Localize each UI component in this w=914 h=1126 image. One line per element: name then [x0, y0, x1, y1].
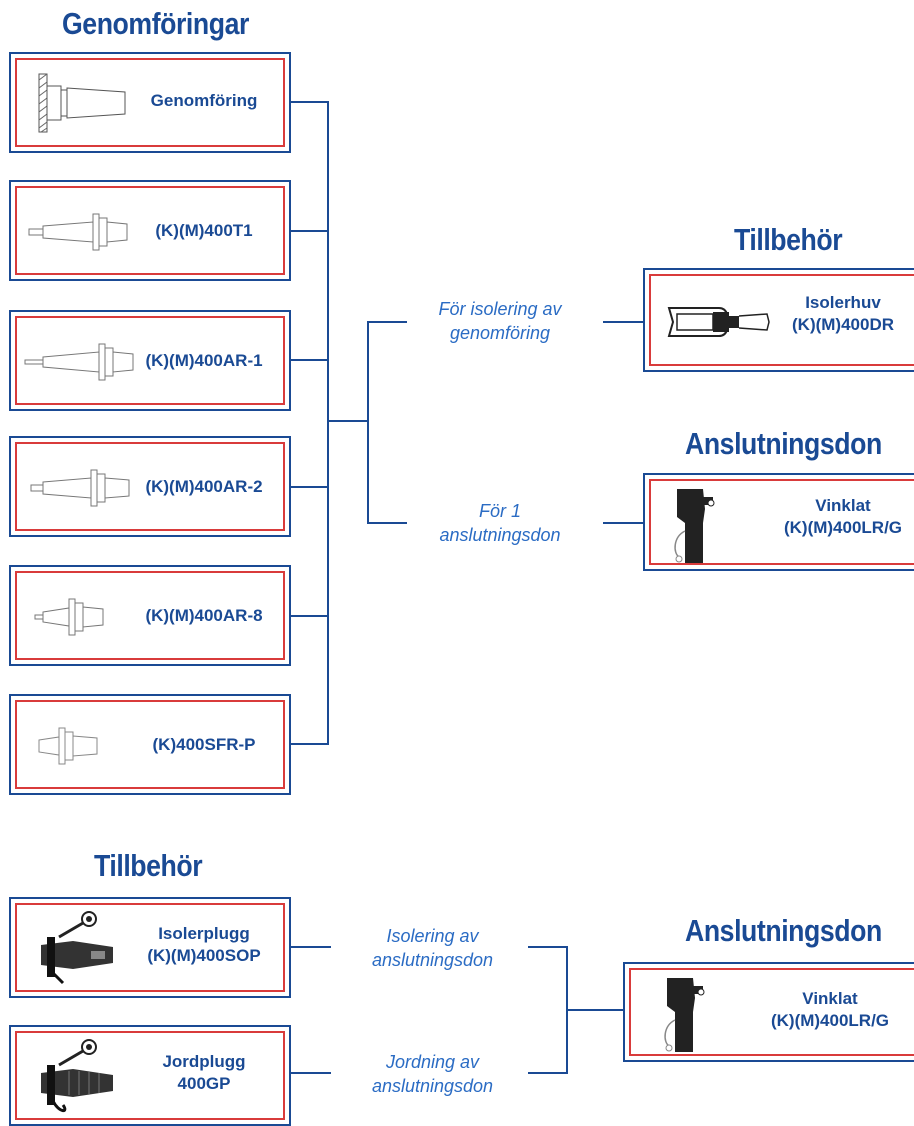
- connector-line: [603, 321, 643, 323]
- connector-card-vinklat-bottom: Vinklat (K)(M)400LR/G: [623, 962, 914, 1062]
- insulating-cap-icon: [667, 307, 770, 337]
- note-line: anslutningsdon: [371, 950, 494, 970]
- note-grounding-connector: Jordning av anslutningsdon: [350, 1050, 515, 1098]
- bracket-join-line: [566, 1009, 624, 1011]
- note-line: Isolering av: [386, 926, 479, 946]
- accessory-label-line: (K)(M)400SOP: [147, 946, 261, 965]
- bushing-label: (K)(M)400AR-2: [145, 477, 263, 496]
- bracket-vertical-line: [327, 101, 329, 745]
- connector-line: [291, 615, 329, 617]
- bushing-card-400t1: (K)(M)400T1: [9, 180, 291, 281]
- card-inner-frame: [15, 903, 285, 992]
- connector-line: [291, 946, 331, 948]
- bushing-label: (K)(M)400AR-8: [145, 606, 263, 625]
- elbow-connector-icon: [664, 978, 705, 1052]
- accessory-label-line: Jordplugg: [162, 1052, 246, 1071]
- card-inner-frame: [649, 479, 914, 565]
- bushing-label: (K)(M)400T1: [155, 221, 253, 240]
- card-inner-frame: [15, 1031, 285, 1120]
- heading-genomforingar: Genomföringar: [62, 6, 249, 41]
- note-line: För 1: [478, 501, 521, 521]
- card-inner-frame: [15, 571, 285, 660]
- note-line: genomföring: [449, 323, 551, 343]
- connector-line: [528, 1072, 568, 1074]
- accessory-label-line: (K)(M)400DR: [792, 315, 894, 334]
- connector-label-line: (K)(M)400LR/G: [783, 518, 903, 537]
- accessory-card-jordplugg: Jordplugg 400GP: [9, 1025, 291, 1126]
- note-line: Jordning av: [385, 1052, 480, 1072]
- card-inner-frame: [15, 700, 285, 789]
- accessory-label: Jordplugg 400GP: [129, 1051, 279, 1095]
- connector-label-line: Vinklat: [815, 496, 871, 515]
- heading-tillbehor-top: Tillbehör: [734, 222, 843, 257]
- accessory-label: Isolerhuv (K)(M)400DR: [773, 292, 913, 336]
- accessory-label-line: Isolerplugg: [158, 924, 250, 943]
- note-line: anslutningsdon: [371, 1076, 494, 1096]
- connector-line: [291, 486, 329, 488]
- connector-line: [291, 359, 329, 361]
- connector-line: [291, 1072, 331, 1074]
- card-inner-frame: [649, 274, 914, 366]
- note-insulation-connector: Isolering av anslutningsdon: [350, 924, 515, 972]
- bushing-card-400ar8: (K)(M)400AR-8: [9, 565, 291, 666]
- connector-line: [291, 743, 329, 745]
- bushing-long-stem-icon: [24, 343, 134, 381]
- branch-vertical-line: [367, 321, 369, 524]
- bushing-label: Genomföring: [150, 91, 258, 110]
- bushing-medium-stem-icon: [30, 469, 130, 507]
- branch-top-line: [367, 321, 407, 323]
- card-inner-frame: [15, 186, 285, 275]
- bushing-card-400ar2: (K)(M)400AR-2: [9, 436, 291, 537]
- grounding-plug-icon: [41, 1039, 113, 1112]
- connector-label-line: (K)(M)400LR/G: [770, 1011, 890, 1030]
- connector-label: Vinklat (K)(M)400LR/G: [755, 988, 905, 1032]
- connector-label: Vinklat (K)(M)400LR/G: [773, 495, 913, 539]
- card-inner-frame: [15, 58, 285, 147]
- card-inner-frame: [15, 442, 285, 531]
- bushing-card-400sfrp: (K)400SFR-P: [9, 694, 291, 795]
- elbow-connector-icon: [674, 489, 715, 563]
- wall-bushing-icon: [38, 73, 126, 133]
- insulating-plug-icon: [41, 911, 113, 985]
- bushing-label: (K)400SFR-P: [152, 735, 256, 754]
- note-insulation-bushing: För isolering av genomföring: [410, 297, 590, 345]
- connector-line: [603, 522, 643, 524]
- bushing-label: (K)(M)400AR-1: [145, 351, 263, 370]
- note-line: anslutningsdon: [439, 525, 561, 545]
- accessory-label-line: Isolerhuv: [805, 293, 881, 312]
- bushing-long-stem-icon: [28, 213, 128, 251]
- note-line: För isolering av: [438, 299, 562, 319]
- card-inner-frame: [15, 316, 285, 405]
- bracket-join-line: [327, 420, 369, 422]
- heading-anslutningsdon-bottom: Anslutningsdon: [685, 913, 882, 948]
- heading-anslutningsdon-top: Anslutningsdon: [685, 426, 882, 461]
- connector-label-line: Vinklat: [802, 989, 858, 1008]
- card-inner-frame: [629, 968, 914, 1056]
- branch-bottom-line: [367, 522, 407, 524]
- accessory-label-line: 400GP: [177, 1074, 231, 1093]
- note-one-connector: För 1 anslutningsdon: [420, 499, 580, 547]
- accessory-label: Isolerplugg (K)(M)400SOP: [129, 923, 279, 967]
- connector-line: [291, 230, 329, 232]
- accessory-card-isolerhuv: Isolerhuv (K)(M)400DR: [643, 268, 914, 372]
- heading-tillbehor-bottom: Tillbehör: [94, 848, 203, 883]
- bushing-short-stem-icon: [34, 598, 104, 636]
- bushing-card-400ar1: (K)(M)400AR-1: [9, 310, 291, 411]
- bushing-no-stem-icon: [38, 727, 98, 765]
- connector-line: [291, 101, 329, 103]
- connector-line: [528, 946, 568, 948]
- connector-card-vinklat-top: Vinklat (K)(M)400LR/G: [643, 473, 914, 571]
- bushing-card-genomforing: Genomföring: [9, 52, 291, 153]
- accessory-card-isolerplugg: Isolerplugg (K)(M)400SOP: [9, 897, 291, 998]
